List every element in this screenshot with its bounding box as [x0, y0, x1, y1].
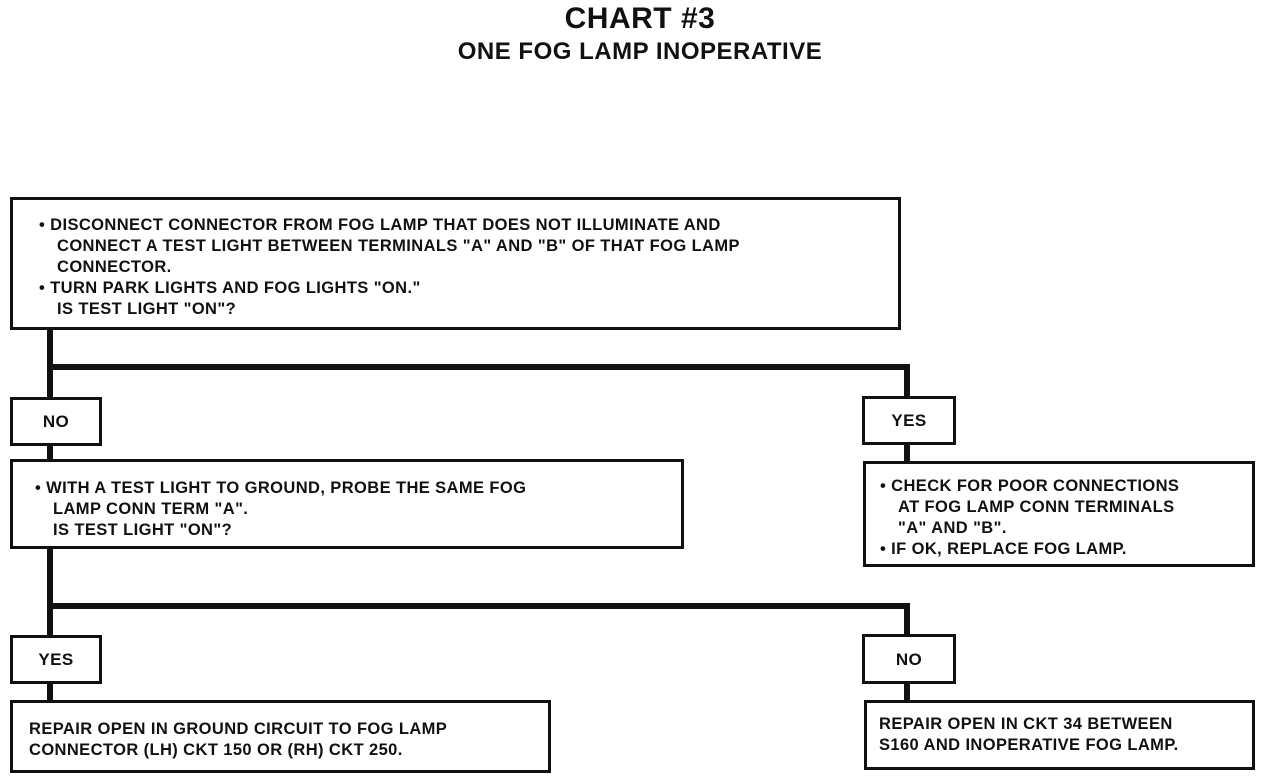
connector-branch2-horizontal	[47, 603, 910, 609]
repair-ground-line-1: REPAIR OPEN IN GROUND CIRCUIT TO FOG LAM…	[29, 720, 448, 738]
repair-ckt34-line-1: REPAIR OPEN IN CKT 34 BETWEEN	[879, 715, 1173, 733]
start-test-line-2: CONNECT A TEST LIGHT BETWEEN TERMINALS "…	[57, 237, 740, 255]
repair-ckt34-box: REPAIR OPEN IN CKT 34 BETWEEN S160 AND I…	[864, 700, 1255, 770]
start-test-line-5: IS TEST LIGHT "ON"?	[57, 300, 237, 318]
branch2-no-label: NO	[862, 634, 956, 684]
branch1-no-label: NO	[10, 397, 102, 446]
probe-test-box: • WITH A TEST LIGHT TO GROUND, PROBE THE…	[10, 459, 684, 549]
connector-yes2-down	[47, 682, 53, 702]
check-connections-line-3: "A" AND "B".	[898, 519, 1007, 537]
probe-test-line-1: • WITH A TEST LIGHT TO GROUND, PROBE THE…	[35, 479, 527, 497]
connector-branch1-yes-down	[904, 364, 910, 398]
start-test-line-4: • TURN PARK LIGHTS AND FOG LIGHTS "ON."	[39, 279, 421, 297]
check-connections-line-2: AT FOG LAMP CONN TERMINALS	[898, 498, 1175, 516]
connector-yes1-down	[904, 444, 910, 463]
connector-no2-down	[904, 682, 910, 702]
repair-ground-line-2: CONNECTOR (LH) CKT 150 OR (RH) CKT 250.	[29, 741, 403, 759]
repair-ckt34-line-2: S160 AND INOPERATIVE FOG LAMP.	[879, 736, 1179, 754]
probe-test-line-2: LAMP CONN TERM "A".	[53, 500, 249, 518]
probe-test-line-3: IS TEST LIGHT "ON"?	[53, 521, 233, 539]
chart-title: CHART #3	[564, 2, 716, 35]
connector-branch2-no-down	[904, 603, 910, 636]
branch1-yes-label: YES	[862, 396, 956, 445]
start-test-box: • DISCONNECT CONNECTOR FROM FOG LAMP THA…	[10, 197, 901, 330]
repair-ground-circuit-box: REPAIR OPEN IN GROUND CIRCUIT TO FOG LAM…	[10, 700, 551, 773]
connector-no1-down	[47, 444, 53, 461]
connector-branch1-horizontal	[47, 364, 910, 370]
check-connections-line-4: • IF OK, REPLACE FOG LAMP.	[880, 540, 1127, 558]
start-test-line-1: • DISCONNECT CONNECTOR FROM FOG LAMP THA…	[39, 216, 721, 234]
connector-probe-down	[47, 547, 53, 637]
start-test-line-3: CONNECTOR.	[57, 258, 172, 276]
branch2-yes-label: YES	[10, 635, 102, 684]
check-connections-box: • CHECK FOR POOR CONNECTIONS AT FOG LAMP…	[863, 461, 1255, 567]
check-connections-line-1: • CHECK FOR POOR CONNECTIONS	[880, 477, 1180, 495]
chart-subtitle: ONE FOG LAMP INOPERATIVE	[457, 38, 823, 65]
